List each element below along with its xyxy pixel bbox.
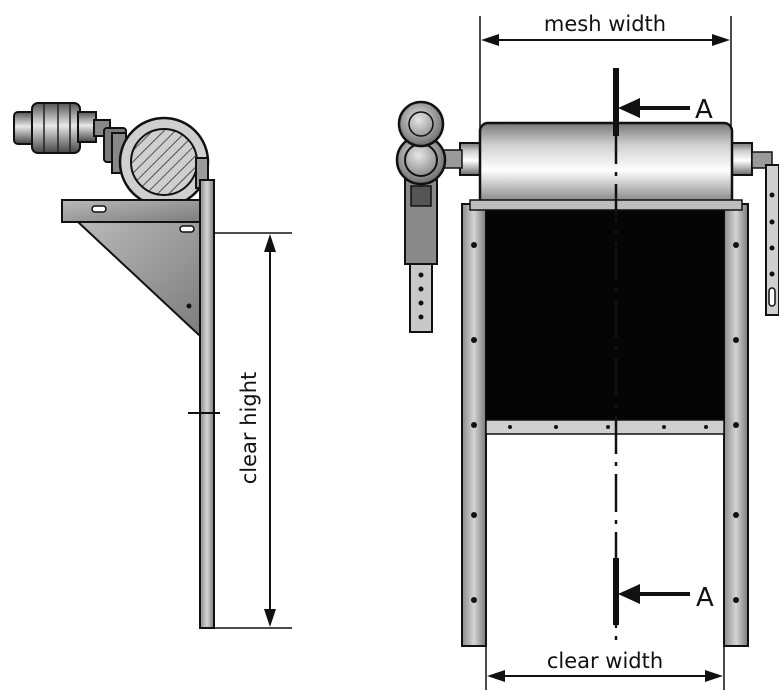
dimension-arrow-left [481,34,499,46]
right-bracket [765,164,779,316]
dimension-arrow-down [264,609,276,627]
bottom-bar [485,419,725,435]
drive-motor [395,100,447,333]
dimension-arrow-left [487,670,505,682]
dimension-arrow-right [705,670,723,682]
section-marker-bottom: A [613,558,714,625]
side-roller [111,116,210,208]
mesh-panel [486,208,724,420]
section-label-top: A [695,95,713,125]
front-view: mesh width [395,12,779,690]
mesh-width-label: mesh width [544,12,666,36]
mesh-width-dimension: mesh width [479,12,732,130]
dimension-arrow-right [712,34,730,46]
arrow-left-icon [618,584,640,604]
side-motor [13,102,127,163]
section-marker-top: A [613,68,713,136]
side-bracket [61,199,203,339]
clear-width-dimension: clear width [485,646,725,690]
side-view: clear hight [13,102,292,629]
roller [435,121,773,211]
section-label-bottom: A [696,583,714,613]
clear-height-dimension: clear hight [214,232,292,629]
dimension-arrow-up [264,234,276,252]
arrow-left-icon [618,98,640,118]
clear-height-label: clear hight [237,372,261,485]
clear-width-label: clear width [547,649,663,673]
side-frame [188,179,220,629]
